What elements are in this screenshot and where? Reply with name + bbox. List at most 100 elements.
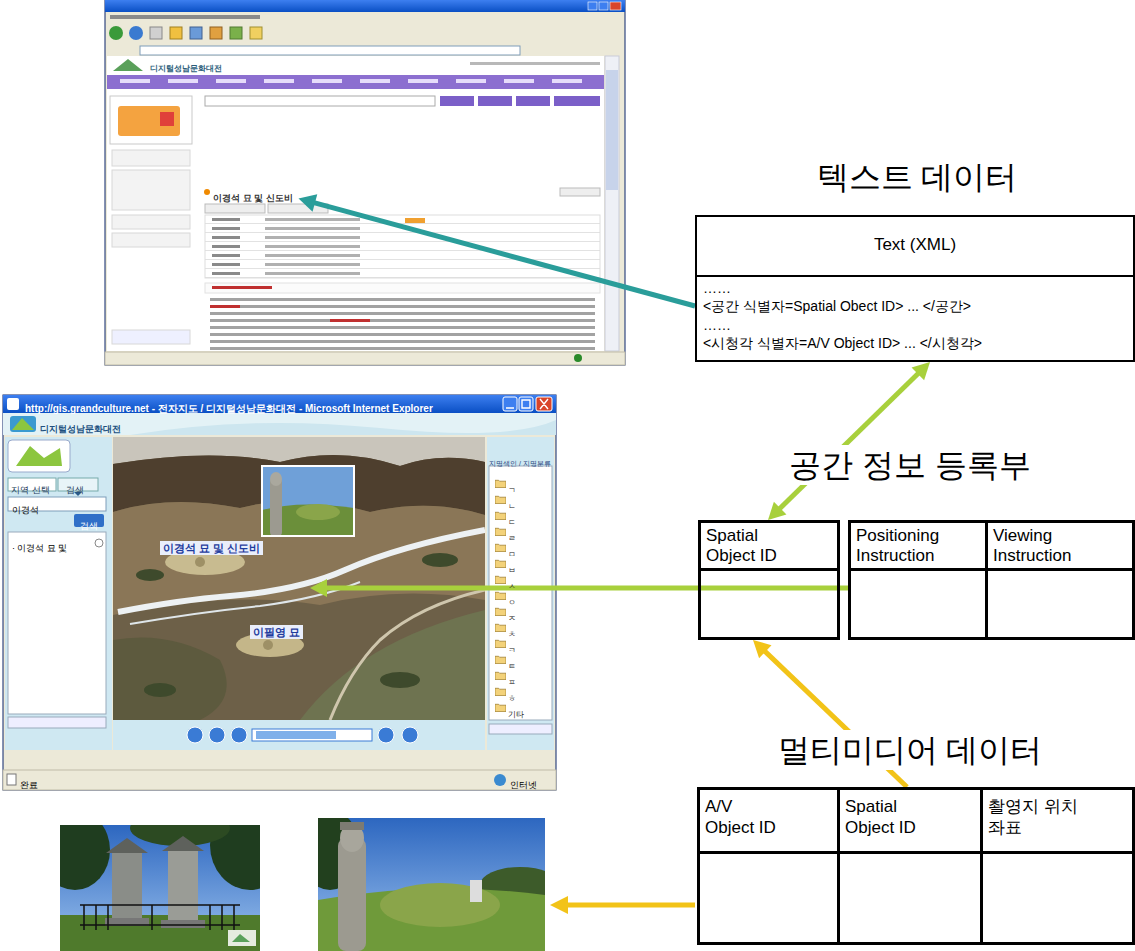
portal-screenshot-part xyxy=(330,319,370,322)
map-screenshot-part xyxy=(8,717,106,728)
map-place-label: 이경석 묘 및 신도비 xyxy=(160,541,263,555)
label-slot: ㄴ xyxy=(508,495,516,513)
index-entry: ㅁ xyxy=(508,550,516,559)
tomb-photo-steles-part xyxy=(161,920,205,928)
connector-arrow xyxy=(324,586,848,591)
text-slot: Spatial Object ID xyxy=(845,796,937,838)
index-entry: ㅎ xyxy=(508,694,516,703)
text-slot: 이경석 묘 및 신도비 xyxy=(213,187,293,205)
index-entry: ㄹ xyxy=(508,534,516,543)
arrowhead xyxy=(753,640,772,658)
map-screenshot-part xyxy=(503,397,517,411)
map-screenshot-part xyxy=(495,640,506,647)
connector-group xyxy=(310,579,848,597)
connector-group xyxy=(768,362,930,520)
table-header: A/V Object ID xyxy=(705,796,781,838)
label-slot: ㅍ xyxy=(508,671,516,689)
portal-screenshot-part xyxy=(405,218,425,223)
portal-screenshot-part xyxy=(120,78,600,86)
portal-screenshot-part xyxy=(105,0,625,365)
index-entry: ㅍ xyxy=(508,678,516,687)
text-slot: Text (XML) xyxy=(697,234,1133,256)
map-screenshot-part xyxy=(489,724,552,734)
map-screenshot-part xyxy=(252,729,372,741)
map-screenshot-window: http://gis.grandculture.net - 전자지도 / 디지털… xyxy=(3,395,556,790)
portal-screenshot-part xyxy=(516,96,550,106)
map-screenshot-part xyxy=(495,624,506,631)
map-screenshot-part xyxy=(495,560,506,567)
label-slot: 지역 선택 xyxy=(11,479,50,497)
map-screenshot-part xyxy=(16,446,62,466)
text-slot: <공간 식별자=Spatial Obect ID> ... </공간> xyxy=(703,297,971,315)
text-slot: Spatial Object ID xyxy=(706,526,798,566)
map-screenshot-part-part xyxy=(195,557,205,567)
arrowhead xyxy=(912,362,930,380)
label-slot: ㄱ xyxy=(508,479,516,497)
section-heading: 멀티미디어 데이터 xyxy=(774,730,1047,770)
portal-screenshot-part xyxy=(118,106,180,136)
table-rule xyxy=(701,568,837,571)
portal-screenshot-part xyxy=(554,96,600,106)
portal-screenshot-part xyxy=(112,170,190,210)
index-entry: ㄴ xyxy=(508,502,516,511)
xml-line: <시청각 식별자=A/V Object ID> ... </시청각> xyxy=(703,334,982,352)
map-screenshot-part xyxy=(495,592,506,599)
portal-screenshot-part xyxy=(212,286,272,289)
tab-label: 지역 선택 xyxy=(11,485,50,496)
tomb-photo-steles-part xyxy=(106,838,148,853)
portal-screenshot-part xyxy=(150,27,162,39)
map-screenshot-part xyxy=(495,544,506,551)
xml-text-box: 텍스트 데이터Text (XML)……<공간 식별자=Spatial Obect… xyxy=(695,215,1135,362)
map-screenshot-part xyxy=(95,539,103,547)
site-name: 디지털성남문화대전 xyxy=(150,63,222,74)
site-logo-text: 디지털성남문화대전 xyxy=(40,423,121,435)
label-slot: ㅋ xyxy=(508,639,516,657)
portal-screenshot-part xyxy=(250,27,262,39)
text-slot: http://gis.grandculture.net - 전자지도 / 디지털… xyxy=(25,398,501,416)
portal-screenshot-part xyxy=(107,75,604,89)
text-slot: 멀티미디어 데이터 xyxy=(700,730,1120,770)
arrowhead xyxy=(768,502,786,520)
portal-screenshot-part xyxy=(112,233,190,247)
map-screenshot-part xyxy=(494,774,506,786)
tomb-photo-steles-part xyxy=(228,930,256,946)
status-text: 인터넷 xyxy=(510,780,537,791)
map-screenshot-part-part xyxy=(380,672,420,688)
index-entry: ㄱ xyxy=(508,486,516,495)
label-slot: 디지털성남문화대전 xyxy=(40,418,121,436)
map-screenshot-part xyxy=(7,774,16,785)
registry-id-table: Spatial Object ID xyxy=(698,520,840,640)
map-screenshot-part xyxy=(495,672,506,679)
portal-screenshot-part xyxy=(110,15,260,19)
index-entry: ㅋ xyxy=(508,646,516,655)
portal-screenshot-part xyxy=(210,298,598,350)
portal-screenshot-part xyxy=(140,46,520,55)
map-screenshot-part xyxy=(256,731,336,739)
table-rule xyxy=(985,523,988,637)
map-screenshot-part xyxy=(7,398,19,410)
tomb-photo-steles xyxy=(60,825,260,951)
tomb-photo-statue xyxy=(318,818,545,951)
label-slot: ㅊ xyxy=(508,623,516,641)
map-screenshot-part xyxy=(402,727,418,743)
portal-screenshot-part xyxy=(109,26,123,40)
portal-screenshot-part xyxy=(230,27,242,39)
table-header: Text (XML) xyxy=(874,234,956,256)
map-screenshot-part xyxy=(506,399,548,409)
photo-leader-arrow xyxy=(550,896,695,914)
tomb-photo-steles-part xyxy=(162,836,204,851)
table-header: Spatial Object ID xyxy=(706,526,798,566)
table-rule xyxy=(851,568,1132,571)
map-screenshot-part xyxy=(8,440,70,472)
portal-screenshot-part xyxy=(190,27,202,39)
map-screenshot-part-part xyxy=(262,466,354,536)
map-screenshot-part xyxy=(262,466,354,536)
portal-screenshot-part xyxy=(560,188,600,196)
tomb-photo-steles-part xyxy=(80,905,240,930)
map-screenshot-part-part xyxy=(422,553,458,567)
portal-screenshot-part xyxy=(129,26,143,40)
text-slot: Positioning Instruction xyxy=(856,526,976,566)
portal-screenshot-part xyxy=(210,305,240,308)
label-slot: 검색 xyxy=(80,515,98,533)
label-slot: 이필영 묘 xyxy=(250,622,303,640)
